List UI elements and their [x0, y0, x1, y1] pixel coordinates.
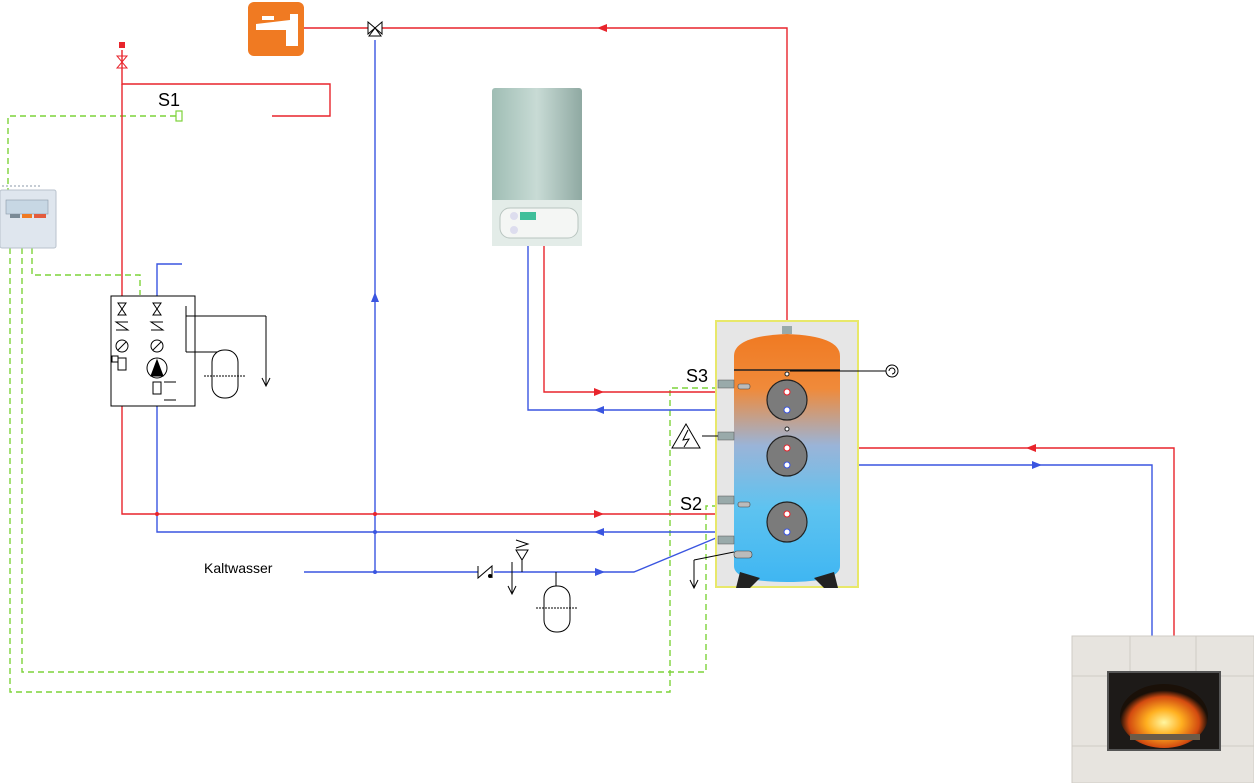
tap-icon — [248, 2, 304, 56]
thermometer-icon — [790, 364, 899, 378]
solar-vent-valve-icon — [115, 42, 129, 69]
sensor-s2-label: S2 — [680, 494, 702, 514]
cold-water-fittings — [477, 539, 735, 633]
storage-tank — [715, 320, 859, 588]
pump-station — [110, 295, 271, 407]
fireplace-icon — [1071, 635, 1254, 783]
mixing-valve-icon — [367, 20, 383, 37]
cold-water-lines — [156, 40, 1153, 640]
hot-water-lines — [121, 27, 1175, 640]
sensor-s3-label: S3 — [686, 366, 708, 386]
gas-boiler-icon — [492, 88, 582, 246]
junctions — [155, 512, 377, 574]
cold-water-label: Kaltwasser — [204, 560, 273, 576]
sensor-s1-label: S1 — [158, 90, 180, 110]
solar-controller-icon — [0, 185, 57, 249]
sensor-wiring — [7, 115, 716, 693]
flow-arrows — [371, 24, 1042, 576]
sensor-s1-icon — [175, 110, 183, 122]
electric-heater-warning-icon — [671, 423, 718, 449]
